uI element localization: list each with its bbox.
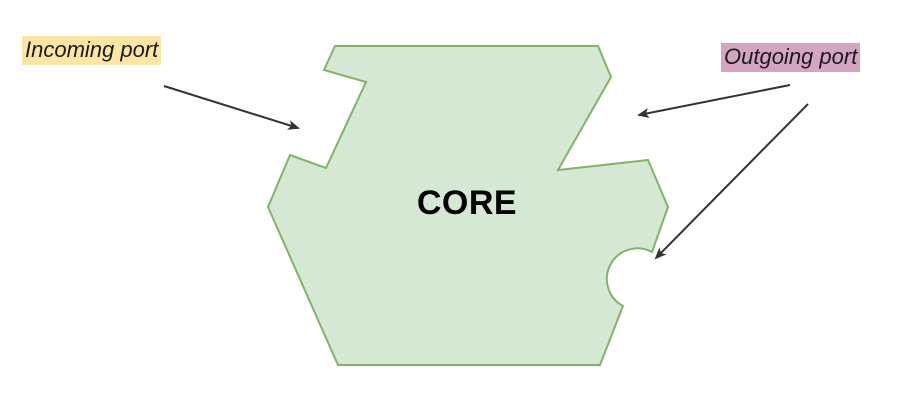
incoming-port-label: Incoming port <box>22 36 162 65</box>
outgoing-port-arrow-notch <box>637 84 791 118</box>
outgoing-port-label: Outgoing port <box>721 43 861 72</box>
core-label: CORE <box>416 184 518 222</box>
core-hexagon-shape <box>266 45 670 366</box>
incoming-port-arrow <box>163 85 300 130</box>
outgoing-port-arrow-socket <box>654 103 809 260</box>
